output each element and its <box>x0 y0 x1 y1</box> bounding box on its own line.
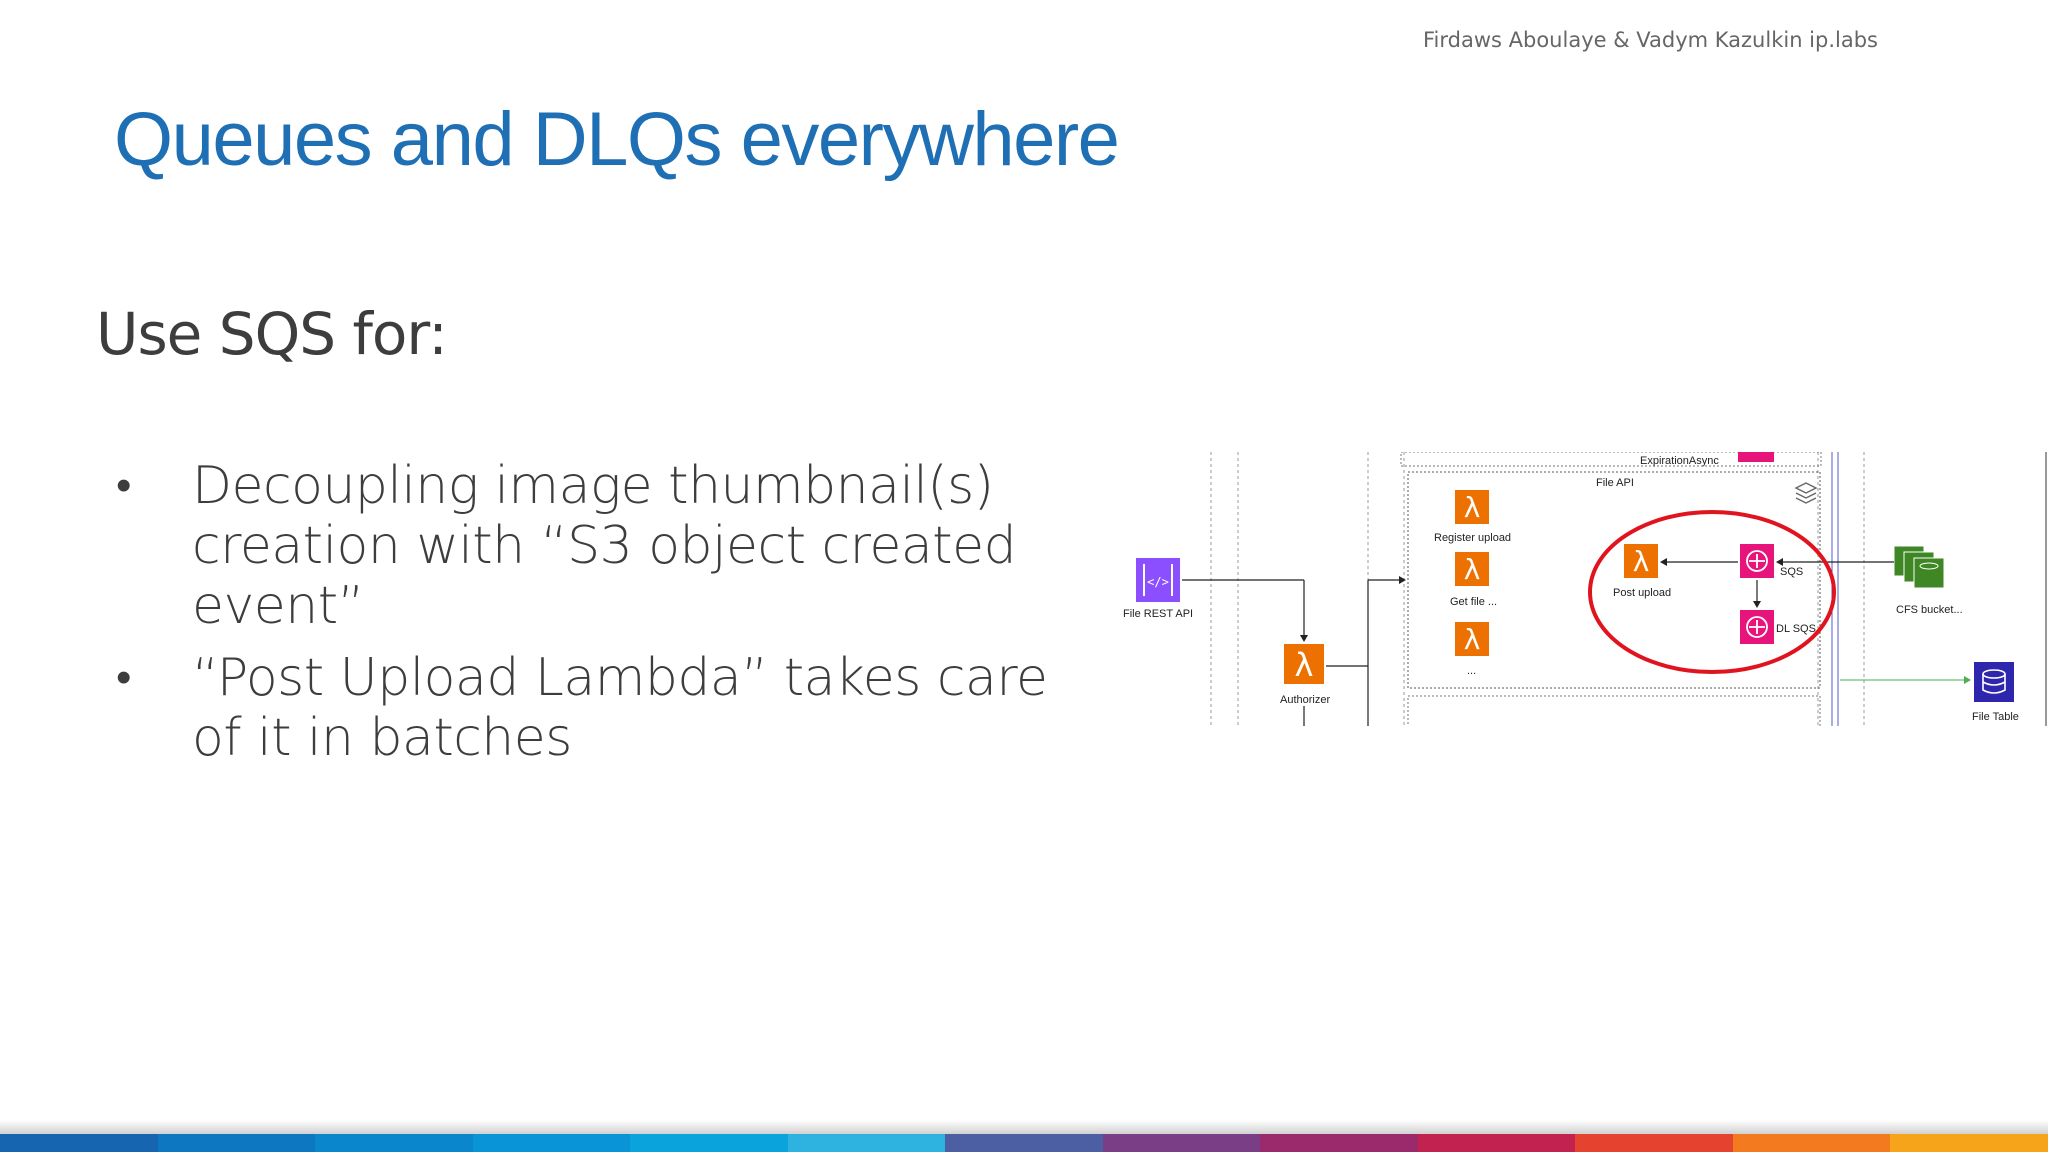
dynamodb-table-icon <box>1974 662 2014 702</box>
footer-color-segment <box>630 1134 788 1152</box>
post-upload-lambda-icon: λ <box>1624 544 1658 578</box>
highlight-circle <box>1588 510 1836 674</box>
sqs-queue-icon <box>1740 544 1774 578</box>
architecture-diagram-svg: ExpirationAsync File API λ Register uplo… <box>1123 452 2047 726</box>
footer-color-segment <box>0 1134 158 1152</box>
footer-color-bar <box>0 1120 2048 1152</box>
arrowhead <box>1300 635 1308 642</box>
get-file-lambda-icon: λ <box>1455 552 1489 586</box>
ellipsis-label: ... <box>1467 665 1476 677</box>
register-upload-lambda-icon: λ <box>1455 490 1489 524</box>
arrowhead <box>1776 558 1783 566</box>
svg-text:λ: λ <box>1295 646 1314 684</box>
footer-color-segment <box>1102 1134 1261 1152</box>
s3-bucket-icon <box>1893 545 1945 589</box>
post-upload-label: Post upload <box>1613 587 1671 599</box>
footer-color-segment <box>157 1134 316 1152</box>
footer-color-segment <box>472 1134 631 1152</box>
arrowhead <box>1753 601 1761 608</box>
bullet-item: • Decoupling image thumbnail(s) creation… <box>110 456 1100 636</box>
get-file-label: Get file ... <box>1450 596 1497 608</box>
svg-text:λ: λ <box>1464 553 1481 586</box>
slide-title: Queues and DLQs everywhere <box>114 97 1120 182</box>
svg-text:λ: λ <box>1633 545 1650 578</box>
footer-color-segment <box>945 1134 1103 1152</box>
slide-subtitle: Use SQS for: <box>96 300 448 368</box>
dl-sqs-label: DL SQS <box>1776 623 1816 635</box>
arrowhead <box>1964 676 1971 684</box>
lambda-icon: λ <box>1455 622 1489 656</box>
bullet-list: • Decoupling image thumbnail(s) creation… <box>110 456 1100 780</box>
api-gateway-icon: </> <box>1136 558 1180 602</box>
dl-sqs-queue-icon <box>1740 610 1774 644</box>
bullet-dot: • <box>116 460 131 511</box>
bullet-dot: • <box>116 652 131 703</box>
register-upload-label: Register upload <box>1434 532 1511 544</box>
authorizer-label: Authorizer <box>1280 694 1330 706</box>
slide-authors: Firdaws Aboulaye & Vadym Kazulkin ip.lab… <box>1423 28 1878 52</box>
svg-text:</>: </> <box>1147 575 1169 589</box>
arrowhead <box>1660 558 1667 566</box>
bullet-text: Decoupling image thumbnail(s) creation w… <box>192 456 1017 636</box>
expiration-label: ExpirationAsync <box>1640 455 1719 467</box>
footer-color-segment <box>1575 1134 1733 1152</box>
architecture-diagram: ExpirationAsync File API λ Register uplo… <box>1118 452 2048 726</box>
footer-color-segment <box>787 1134 946 1152</box>
sqs-label: SQS <box>1780 566 1803 578</box>
cfs-bucket-label: CFS bucket... <box>1896 604 1963 616</box>
expiration-sqs-icon <box>1738 452 1774 462</box>
svg-text:λ: λ <box>1464 623 1481 656</box>
authorizer-lambda-icon: λ <box>1284 644 1324 684</box>
footer-color-segment <box>315 1134 473 1152</box>
file-rest-api-label: File REST API <box>1123 608 1193 620</box>
layers-icon <box>1794 482 1818 504</box>
file-table-label: File Table <box>1972 711 2019 723</box>
arrowhead <box>1399 576 1406 584</box>
footer-color-segment <box>1732 1134 1891 1152</box>
file-api-group <box>1407 471 1821 689</box>
footer-color-segment <box>1417 1134 1576 1152</box>
expiration-group <box>1400 452 1822 467</box>
svg-text:λ: λ <box>1464 491 1481 524</box>
footer-shadow <box>0 1120 2048 1134</box>
bullet-item: • “Post Upload Lambda” takes care of it … <box>110 648 1100 768</box>
lower-group <box>1407 695 1821 726</box>
footer-color-segment <box>1260 1134 1418 1152</box>
file-api-label: File API <box>1596 477 1634 489</box>
footer-color-segment <box>1890 1134 2048 1152</box>
bullet-text: “Post Upload Lambda” takes care of it in… <box>192 648 1048 768</box>
